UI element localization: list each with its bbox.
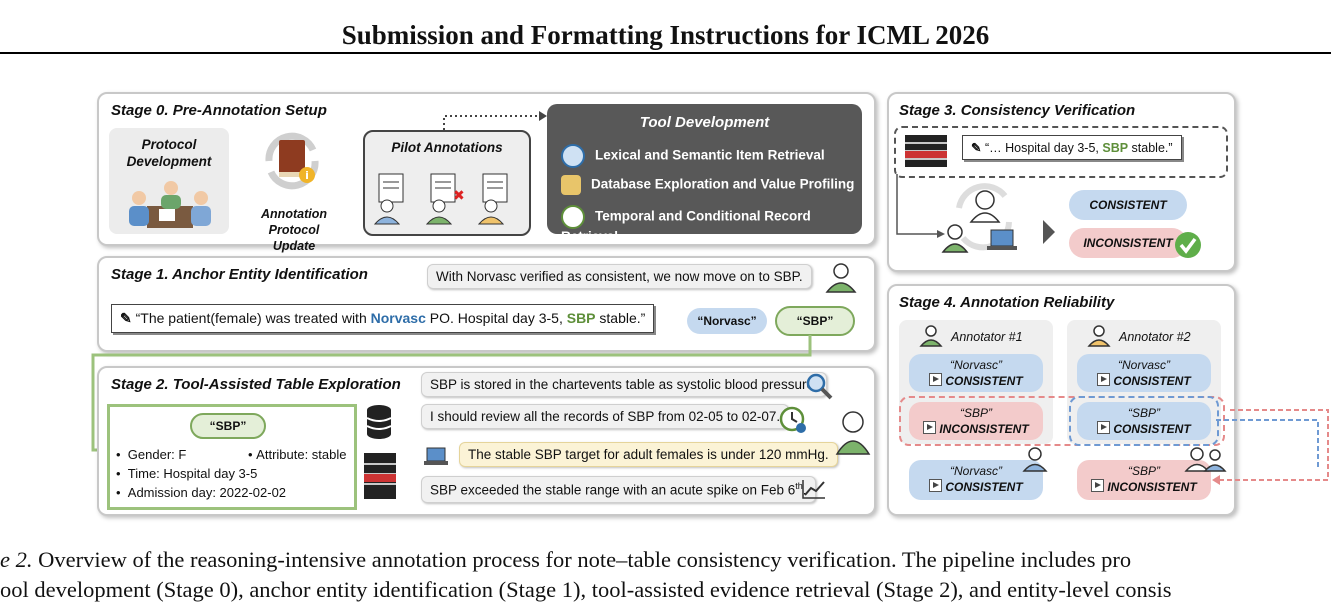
clock-gear-icon (561, 205, 585, 229)
protocol-development-box: Protocol Development (109, 128, 229, 234)
magnifier-icon (806, 373, 833, 400)
play-icon (1097, 421, 1111, 434)
clock-gear-icon (779, 406, 806, 433)
tool-item-temporal: Temporal and Conditional Record Retrieva… (561, 205, 862, 244)
stage3-inconsistent-pill: INCONSISTENT (1069, 228, 1187, 258)
svg-text:✖: ✖ (453, 188, 465, 204)
stage2-bubble-1: SBP is stored in the chartevents table a… (421, 372, 827, 397)
stage3-evidence-frame: ✎ “… Hospital day 3-5, SBP stable.” (894, 126, 1228, 178)
sbp-highlight: SBP (566, 310, 596, 326)
tool-item-database: Database Exploration and Value Profiling (561, 175, 854, 195)
play-icon (929, 479, 943, 492)
trend-chart-icon (802, 480, 825, 499)
a1-norvasc-result: “Norvasc”CONSISTENT (909, 354, 1043, 392)
database-icon (366, 405, 392, 439)
table-chartevents-icon (364, 453, 396, 499)
entity-admission: Admission day: 2022-02-02 (127, 485, 287, 500)
svg-text:i: i (305, 169, 309, 182)
bullet-icon: • (248, 447, 257, 462)
annotator-green-icon (825, 263, 857, 293)
stage4-panel: Stage 4. Annotation Reliability Annotato… (887, 284, 1236, 516)
stage1-title: Stage 1. Anchor Entity Identification (111, 266, 368, 283)
stage2-bubble-2: I should review all the records of SBP f… (421, 404, 790, 429)
protocol-book-icon: i (265, 132, 319, 190)
entity-card-pill: “SBP” (190, 413, 266, 439)
doctor-with-annotator-icon (1184, 447, 1227, 472)
table-icon (905, 135, 947, 167)
annotators-with-documents-icon: ✖ (373, 173, 508, 225)
stage3-title: Stage 3. Consistency Verification (899, 102, 1136, 119)
adjudication-arrow (1212, 409, 1329, 485)
protocol-update-line2: Update (272, 239, 316, 253)
bullet-icon: • (116, 485, 128, 500)
entity-time: Time: Hospital day 3-5 (127, 466, 258, 481)
a2-norvasc-result: “Norvasc”CONSISTENT (1077, 354, 1211, 392)
stage2-panel: Stage 2. Tool-Assisted Table Exploration… (97, 366, 876, 516)
protocol-development-line1: Protocol (141, 137, 197, 152)
stage1-clinical-note: ✎ “The patient(female) was treated with … (111, 304, 655, 333)
stage3-note: ✎ “… Hospital day 3-5, SBP stable.” (962, 135, 1182, 160)
entity-gender: Gender: F (127, 447, 187, 462)
final-norvasc-result: “Norvasc”CONSISTENT (909, 460, 1043, 500)
play-icon (923, 421, 937, 434)
play-icon (1097, 373, 1111, 386)
laptop-icon (424, 447, 448, 465)
pilot-annotations-box: Pilot Annotations ✖ (363, 130, 531, 236)
stage4-title: Stage 4. Annotation Reliability (899, 294, 1115, 311)
tool-development-title: Tool Development (639, 114, 770, 131)
note-icon: ✎ (120, 310, 136, 326)
database-coins-icon (561, 175, 581, 195)
annotator-green-icon (835, 411, 871, 455)
annotator2-avatar-icon (1087, 325, 1111, 347)
final-sbp-result: “SBP”INCONSISTENT (1077, 460, 1211, 500)
header-rule (0, 52, 1331, 54)
verification-workflow-icon (896, 174, 1055, 253)
stage3-consistent-pill: CONSISTENT (1069, 190, 1187, 220)
entity-attribute: Attribute: stable (256, 447, 347, 462)
a1-sbp-result: “SBP”INCONSISTENT (909, 402, 1043, 440)
dotted-arrow-to-tools (443, 111, 547, 130)
annotator1-avatar-icon (919, 325, 943, 347)
annotator1-label: Annotator #1 (951, 330, 1023, 344)
stage2-bubble-3: The stable SBP target for adult females … (459, 442, 838, 467)
stage2-bubble-4: SBP exceeded the stable range with an ac… (421, 476, 816, 503)
play-icon (1091, 479, 1105, 492)
tool-development-box: Tool Development Lexical and Semantic It… (547, 104, 862, 244)
stage2-title: Stage 2. Tool-Assisted Table Exploration (111, 376, 401, 393)
note-icon: ✎ (971, 141, 985, 155)
tool-item-lexical: Lexical and Semantic Item Retrieval (561, 144, 825, 168)
protocol-development-line2: Development (126, 154, 212, 169)
page-header-title: Submission and Formatting Instructions f… (341, 20, 990, 50)
bullet-icon: • (116, 466, 128, 481)
protocol-update-line1: Annotation Protocol (261, 207, 327, 237)
bullet-icon: • (116, 447, 128, 462)
sbp-entity-card: “SBP” • Gender: F• Attribute: stable • T… (107, 404, 357, 510)
figure-label: e 2. (0, 547, 33, 572)
a2-sbp-result: “SBP”CONSISTENT (1077, 402, 1211, 440)
play-icon (929, 373, 943, 386)
figure-caption-line1: e 2. Overview of the reasoning-intensive… (0, 547, 1132, 572)
anchor-pill-sbp: “SBP” (775, 306, 855, 336)
anchor-pill-norvasc: “Norvasc” (687, 308, 767, 334)
figure-caption-line2: ool development (Stage 0), anchor entity… (0, 577, 1172, 602)
stage3-panel: Stage 3. Consistency Verification ✎ “… H… (887, 92, 1236, 272)
annotator2-label: Annotator #2 (1119, 330, 1191, 344)
stage1-panel: Stage 1. Anchor Entity Identification Wi… (97, 256, 876, 352)
stage0-panel: Stage 0. Pre-Annotation Setup Protocol D… (97, 92, 876, 253)
team-meeting-icon (129, 181, 211, 228)
stage1-speech-bubble: With Norvasc verified as consistent, we … (427, 264, 812, 289)
annotator-blue-icon (1022, 447, 1048, 472)
check-icon (1175, 232, 1201, 258)
norvasc-highlight: Norvasc (370, 310, 426, 326)
pilot-annotations-label: Pilot Annotations (391, 140, 503, 155)
stage0-title: Stage 0. Pre-Annotation Setup (111, 102, 327, 119)
magnifier-icon (561, 144, 585, 168)
